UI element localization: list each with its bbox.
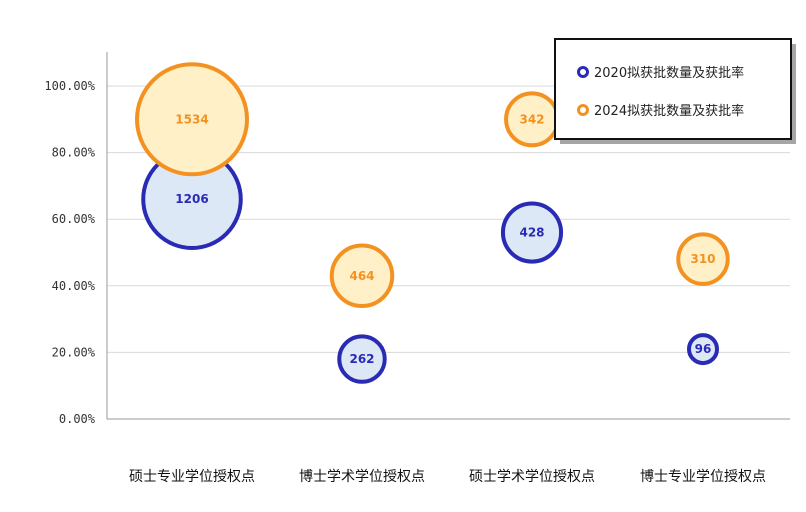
x-tick-label: 硕士学术学位授权点	[469, 469, 595, 485]
x-tick-label: 硕士专业学位授权点	[129, 469, 255, 485]
bubble	[135, 62, 249, 177]
bubble-label: 96	[695, 342, 712, 356]
y-tick-label: 0.00%	[59, 412, 96, 426]
legend-box	[554, 38, 792, 140]
bubble-label: 310	[690, 252, 715, 266]
bubbles: 1206 262 428 96 1534 464 342 310	[135, 62, 730, 384]
x-tick-label: 博士学术学位授权点	[299, 468, 425, 485]
legend-marker	[577, 66, 589, 78]
y-tick-label: 60.00%	[52, 212, 96, 226]
bubble-label: 1534	[175, 112, 208, 126]
y-tick-label: 100.00%	[44, 79, 95, 93]
legend-item-label: 2024拟获批数量及获批率	[594, 103, 744, 119]
bubble-label: 1206	[175, 192, 208, 206]
bubble	[337, 334, 387, 384]
y-tick-label: 80.00%	[52, 146, 96, 160]
bubble-label: 262	[349, 352, 374, 366]
legend-item-label: 2020拟获批数量及获批率	[594, 65, 744, 81]
legend-marker	[577, 104, 589, 116]
bubble	[329, 243, 395, 309]
x-tick-label: 博士专业学位授权点	[640, 468, 766, 485]
y-tick-label: 40.00%	[52, 279, 96, 293]
y-tick-label: 20.00%	[52, 345, 96, 359]
bubble	[676, 232, 730, 286]
bubble-label: 428	[519, 226, 544, 240]
bubble	[500, 201, 564, 264]
bubble	[687, 333, 719, 366]
legend: 2020拟获批数量及获批率 2024拟获批数量及获批率	[554, 38, 796, 144]
x-axis: 硕士专业学位授权点 博士学术学位授权点 硕士学术学位授权点 博士专业学位授权点	[129, 468, 766, 485]
bubble-label: 464	[349, 269, 374, 283]
y-axis: 0.00% 20.00% 40.00% 60.00% 80.00% 100.00%	[44, 52, 108, 426]
bubble-label: 342	[519, 112, 544, 126]
